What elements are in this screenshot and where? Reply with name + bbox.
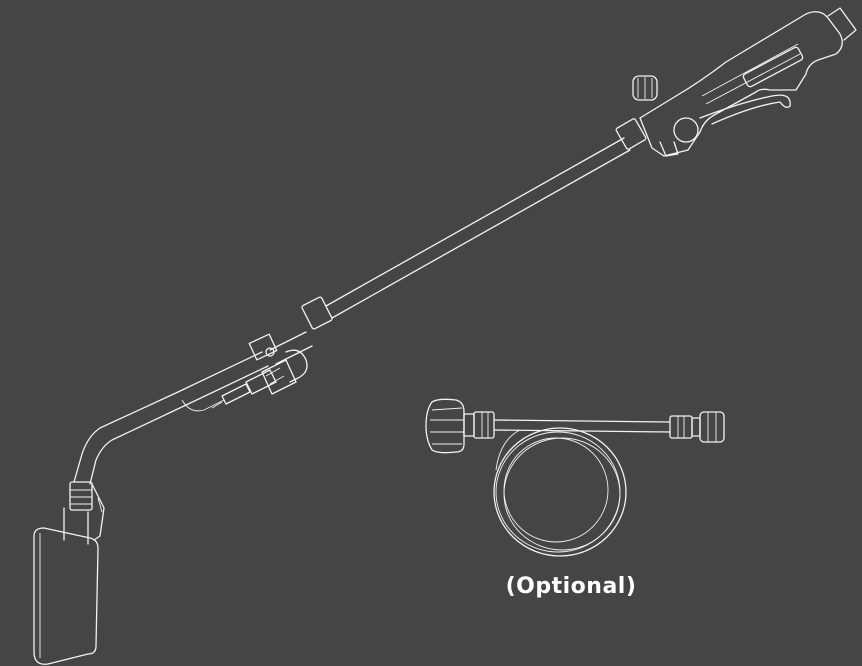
bent-tube xyxy=(73,391,185,485)
torch-handle xyxy=(615,7,857,157)
hose-end-fitting xyxy=(669,411,725,443)
hose-line xyxy=(493,419,671,557)
optional-caption: (Optional) xyxy=(505,574,637,599)
main-tube xyxy=(269,137,631,365)
hose-handwheel xyxy=(425,398,495,454)
coiled-hose-assembly xyxy=(425,398,725,557)
lower-tube xyxy=(177,351,269,412)
burner-neck xyxy=(63,481,105,545)
control-valve xyxy=(211,333,308,409)
torch-assembly xyxy=(33,7,857,665)
burner-head xyxy=(33,527,99,665)
